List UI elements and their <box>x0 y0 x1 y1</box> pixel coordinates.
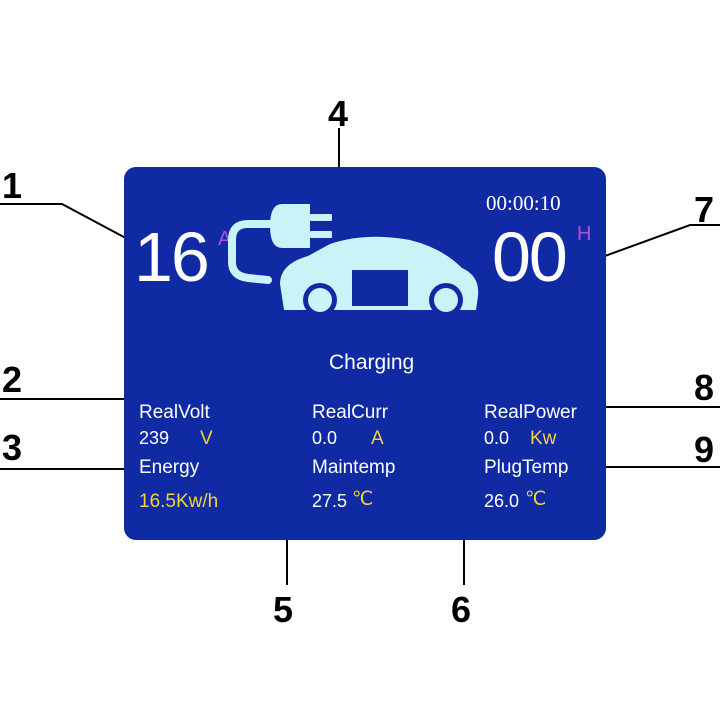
real-volt-unit: V <box>200 428 213 449</box>
charger-display-screen <box>124 167 606 540</box>
charging-timer: 00:00:10 <box>486 191 561 215</box>
callout-number-6: 6 <box>451 589 472 630</box>
charging-current-value: 16 <box>134 218 210 296</box>
plugtemp-unit: ℃ <box>525 489 547 510</box>
charging-hours-unit: H <box>577 223 592 245</box>
real-curr-value: 0.0 <box>312 428 338 448</box>
charging-hours-value: 00 <box>492 218 568 296</box>
energy-label: Energy <box>139 457 200 478</box>
callout-number-4: 4 <box>328 93 349 134</box>
maintemp-unit: ℃ <box>352 489 374 510</box>
real-power-unit: Kw <box>530 428 557 449</box>
real-curr-unit: A <box>371 428 384 449</box>
energy-value: 16.5Kw/h <box>139 491 219 512</box>
maintemp-label: Maintemp <box>312 457 396 478</box>
real-volt-label: RealVolt <box>139 402 210 423</box>
ev-charging-car-icon <box>228 204 479 316</box>
callout-line-7 <box>571 224 720 269</box>
plugtemp-label: PlugTemp <box>484 457 569 478</box>
real-power-label: RealPower <box>484 402 577 423</box>
callout-number-5: 5 <box>273 589 294 630</box>
callout-number-2: 2 <box>2 359 23 400</box>
callout-number-8: 8 <box>694 367 715 408</box>
callout-number-1: 1 <box>2 165 23 206</box>
real-volt-value: 239 <box>139 428 170 448</box>
maintemp-value: 27.5 <box>312 491 348 511</box>
callout-line-1 <box>0 203 138 245</box>
callout-number-7: 7 <box>694 189 715 230</box>
charging-status: Charging <box>329 351 415 374</box>
real-curr-label: RealCurr <box>312 402 389 423</box>
real-power-value: 0.0 <box>484 428 510 448</box>
callout-number-3: 3 <box>2 427 23 468</box>
plugtemp-value: 26.0 <box>484 491 520 511</box>
callout-number-9: 9 <box>694 429 715 470</box>
